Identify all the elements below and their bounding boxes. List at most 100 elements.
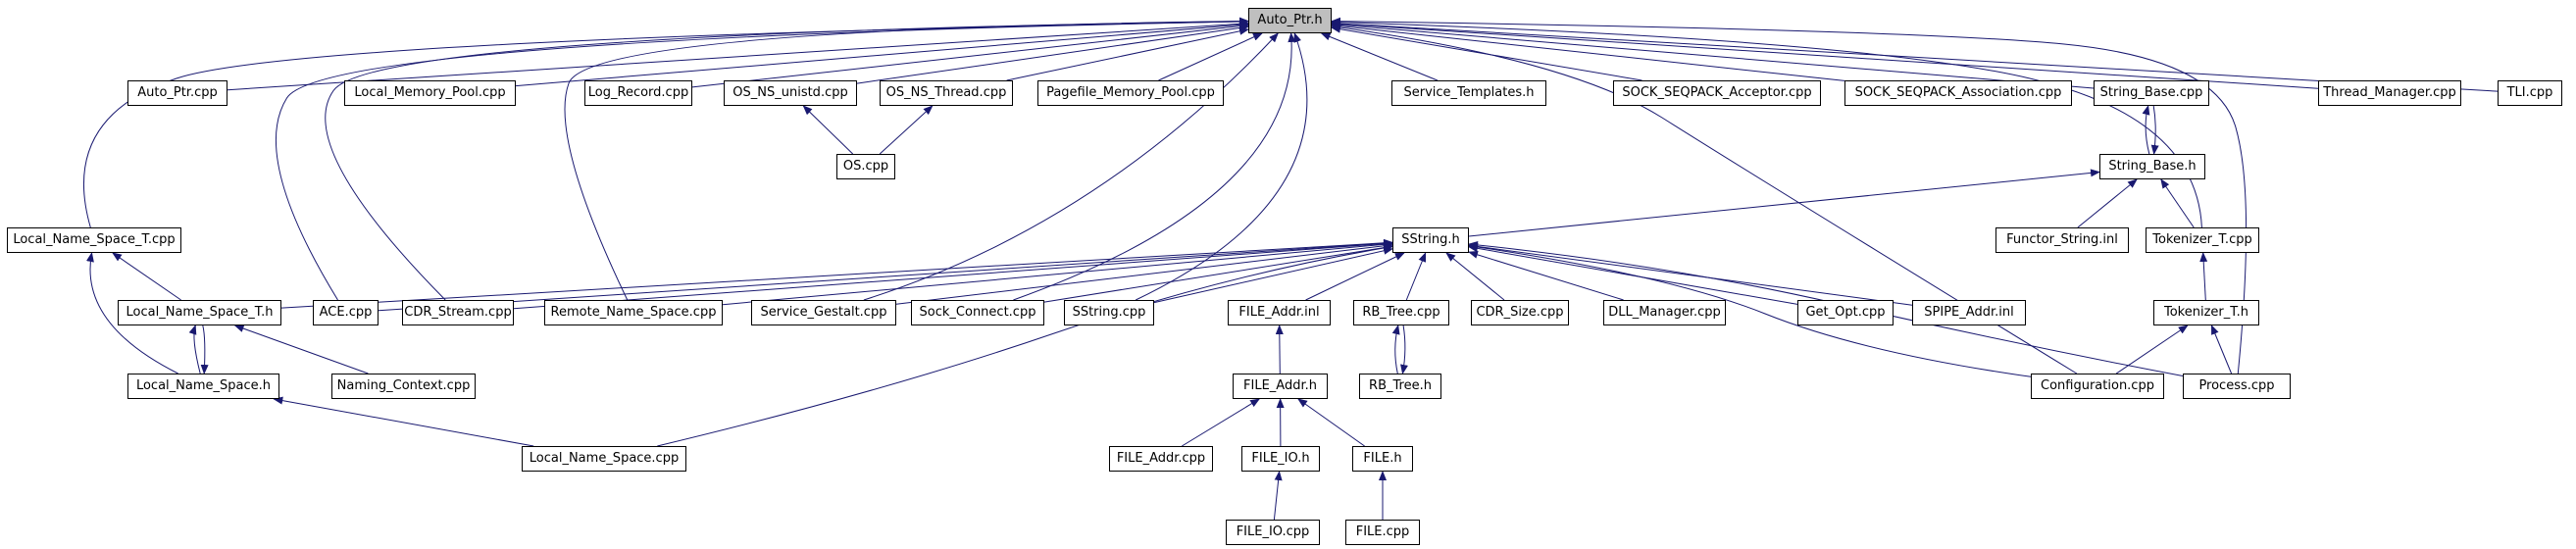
node-os-ns-thread-cpp[interactable]: OS_NS_Thread.cpp (880, 80, 1013, 106)
node-file-addr-inl[interactable]: FILE_Addr.inl (1228, 300, 1331, 325)
node-rb-tree-cpp[interactable]: RB_Tree.cpp (1353, 300, 1449, 325)
node-local-name-space-t-cpp[interactable]: Local_Name_Space_T.cpp (7, 227, 181, 253)
edge-dll_manager_cpp-to-sstring_h (1468, 250, 1624, 301)
node-ace-cpp[interactable]: ACE.cpp (313, 300, 379, 325)
edge-sstring_h-to-string_base_h (1468, 169, 2100, 237)
node-local-memory-pool-cpp[interactable]: Local_Memory_Pool.cpp (344, 80, 516, 106)
node-functor-string-inl[interactable]: Functor_String.inl (1995, 227, 2129, 253)
edge-file_addr_cpp-to-file_addr_h (1182, 398, 1261, 447)
node-configuration-cpp[interactable]: Configuration.cpp (2031, 374, 2164, 399)
node-cdr-size-cpp[interactable]: CDR_Size.cpp (1471, 300, 1569, 325)
edge-sock_connect_cpp-to-sstring_h (1043, 243, 1393, 303)
edge-spipe_addr_inl-to-sstring_h (1468, 242, 1913, 306)
edge-local_name_space_t_h-to-local_name_space_t_cpp (112, 252, 181, 301)
node-dll-manager-cpp[interactable]: DLL_Manager.cpp (1603, 300, 1726, 325)
edge-cdr_stream_cpp-to-auto_ptr_h (325, 17, 1249, 301)
edge-process_cpp-to-auto_ptr_h (1331, 17, 2248, 374)
node-local-name-space-h[interactable]: Local_Name_Space.h (127, 374, 279, 399)
node-os-cpp[interactable]: OS.cpp (836, 154, 895, 179)
edge-string_base_h-to-string_base_cpp (2142, 105, 2150, 155)
edge-log_record_cpp-to-auto_ptr_h (691, 22, 1249, 88)
edge-local_name_space_h-to-local_name_space_t_h (188, 324, 201, 374)
node-sstring-h[interactable]: SString.h (1392, 227, 1469, 253)
edge-rb_tree_h-to-rb_tree_cpp (1391, 324, 1400, 374)
node-auto-ptr-h: Auto_Ptr.h (1248, 8, 1332, 33)
node-rb-tree-h[interactable]: RB_Tree.h (1359, 374, 1441, 399)
edge-tokenizer_t_cpp-to-string_base_h (2160, 178, 2195, 228)
edge-os_cpp-to-os_ns_thread_cpp (879, 105, 934, 155)
edge-file_io_cpp-to-file_io_h (1273, 471, 1283, 521)
node-tli-cpp[interactable]: TLI.cpp (2498, 80, 2562, 106)
edge-local_memory_pool_cpp-to-auto_ptr_h (515, 21, 1249, 87)
node-tokenizer-t-h[interactable]: Tokenizer_T.h (2153, 300, 2259, 325)
edge-process_cpp-to-tokenizer_t_h (2210, 324, 2233, 374)
edge-remote_name_space_cpp-to-sstring_h (722, 240, 1393, 306)
node-log-record-cpp[interactable]: Log_Record.cpp (584, 80, 692, 106)
edge-tli_cpp-to-auto_ptr_h (1331, 20, 2499, 92)
node-cdr-stream-cpp[interactable]: CDR_Stream.cpp (402, 300, 514, 325)
node-thread-manager-cpp[interactable]: Thread_Manager.cpp (2318, 80, 2461, 106)
edge-cdr_size_cpp-to-sstring_h (1445, 252, 1505, 301)
edge-file_addr_h-to-file_addr_inl (1275, 324, 1284, 374)
edge-sstring_cpp-to-auto_ptr_h (1135, 32, 1308, 301)
edge-local_name_space_cpp-to-sstring_h (657, 244, 1393, 447)
node-naming-context-cpp[interactable]: Naming_Context.cpp (331, 374, 476, 399)
edge-sock_seqpack_association_cpp-to-auto_ptr_h (1331, 22, 1845, 81)
node-local-name-space-cpp[interactable]: Local_Name_Space.cpp (522, 446, 686, 472)
edge-service_gestalt_cpp-to-sstring_h (895, 241, 1393, 305)
node-get-opt-cpp[interactable]: Get_Opt.cpp (1797, 300, 1894, 325)
edge-service_templates_h-to-auto_ptr_h (1320, 32, 1439, 81)
edge-ace_cpp-to-auto_ptr_h (275, 17, 1249, 301)
edge-local_name_space_h-to-local_name_space_t_cpp (86, 252, 178, 374)
node-sock-seqpack-association-cpp[interactable]: SOCK_SEQPACK_Association.cpp (1844, 80, 2072, 106)
node-pagefile-memory-pool-cpp[interactable]: Pagefile_Memory_Pool.cpp (1037, 80, 1224, 106)
edge-remote_name_space_cpp-to-auto_ptr_h (564, 17, 1249, 301)
node-local-name-space-t-h[interactable]: Local_Name_Space_T.h (118, 300, 281, 325)
edge-ace_cpp-to-sstring_h (378, 239, 1393, 312)
edge-os_cpp-to-os_ns_unistd_cpp (802, 105, 854, 155)
edge-sstring_cpp-to-sstring_h (1153, 246, 1393, 304)
node-string-base-h[interactable]: String_Base.h (2099, 154, 2205, 179)
node-file-cpp[interactable]: FILE.cpp (1345, 520, 1420, 545)
edge-functor_string_inl-to-string_base_h (2077, 178, 2138, 228)
edge-os_ns_unistd_cpp-to-auto_ptr_h (856, 24, 1249, 84)
node-file-addr-h[interactable]: FILE_Addr.h (1233, 374, 1328, 399)
edge-local_name_space_t_h-to-sstring_h (280, 238, 1393, 309)
edge-string_base_cpp-to-auto_ptr_h (1331, 21, 2095, 89)
node-file-io-cpp[interactable]: FILE_IO.cpp (1226, 520, 1320, 545)
node-service-gestalt-cpp[interactable]: Service_Gestalt.cpp (751, 300, 896, 325)
edge-naming_context_cpp-to-local_name_space_t_h (233, 324, 369, 374)
edge-configuration_cpp-to-tokenizer_t_h (2115, 324, 2189, 374)
edge-cdr_stream_cpp-to-sstring_h (513, 239, 1393, 310)
edge-string_base_cpp-to-string_base_h (2150, 105, 2159, 155)
node-file-io-h[interactable]: FILE_IO.h (1241, 446, 1320, 472)
edge-configuration_cpp-to-auto_ptr_h (1331, 24, 2078, 374)
edge-configuration_cpp-to-sstring_h (1468, 243, 2032, 377)
node-spipe-addr-inl[interactable]: SPIPE_Addr.inl (1912, 300, 2026, 325)
node-os-ns-unistd-cpp[interactable]: OS_NS_unistd.cpp (724, 80, 857, 106)
edge-file_addr_inl-to-sstring_h (1305, 252, 1405, 301)
node-service-templates-h[interactable]: Service_Templates.h (1391, 80, 1546, 106)
node-string-base-cpp[interactable]: String_Base.cpp (2094, 80, 2209, 106)
node-sock-connect-cpp[interactable]: Sock_Connect.cpp (911, 300, 1044, 325)
node-sstring-cpp[interactable]: SString.cpp (1064, 300, 1154, 325)
edge-tokenizer_t_h-to-tokenizer_t_cpp (2199, 252, 2208, 301)
node-sock-seqpack-acceptor-cpp[interactable]: SOCK_SEQPACK_Acceptor.cpp (1613, 80, 1821, 106)
node-file-h[interactable]: FILE.h (1352, 446, 1413, 472)
edge-tokenizer_t_cpp-to-auto_ptr_h (1331, 18, 2202, 228)
edge-local_name_space_cpp-to-local_name_space_h (273, 396, 534, 447)
edge-thread_manager_cpp-to-auto_ptr_h (1331, 20, 2319, 89)
node-tokenizer-t-cpp[interactable]: Tokenizer_T.cpp (2146, 227, 2259, 253)
edge-os_ns_thread_cpp-to-auto_ptr_h (1006, 26, 1249, 81)
edge-local_name_space_t_h-to-local_name_space_h (200, 324, 209, 374)
node-auto-ptr-cpp[interactable]: Auto_Ptr.cpp (127, 80, 227, 106)
node-file-addr-cpp[interactable]: FILE_Addr.cpp (1109, 446, 1213, 472)
edge-sock_connect_cpp-to-auto_ptr_h (1013, 32, 1296, 301)
edge-rb_tree_cpp-to-rb_tree_h (1400, 324, 1408, 374)
edge-pagefile_memory_pool_cpp-to-auto_ptr_h (1158, 32, 1263, 81)
node-process-cpp[interactable]: Process.cpp (2183, 374, 2291, 399)
node-remote-name-space-cpp[interactable]: Remote_Name_Space.cpp (544, 300, 723, 325)
edge-file_h-to-file_addr_h (1297, 398, 1365, 447)
